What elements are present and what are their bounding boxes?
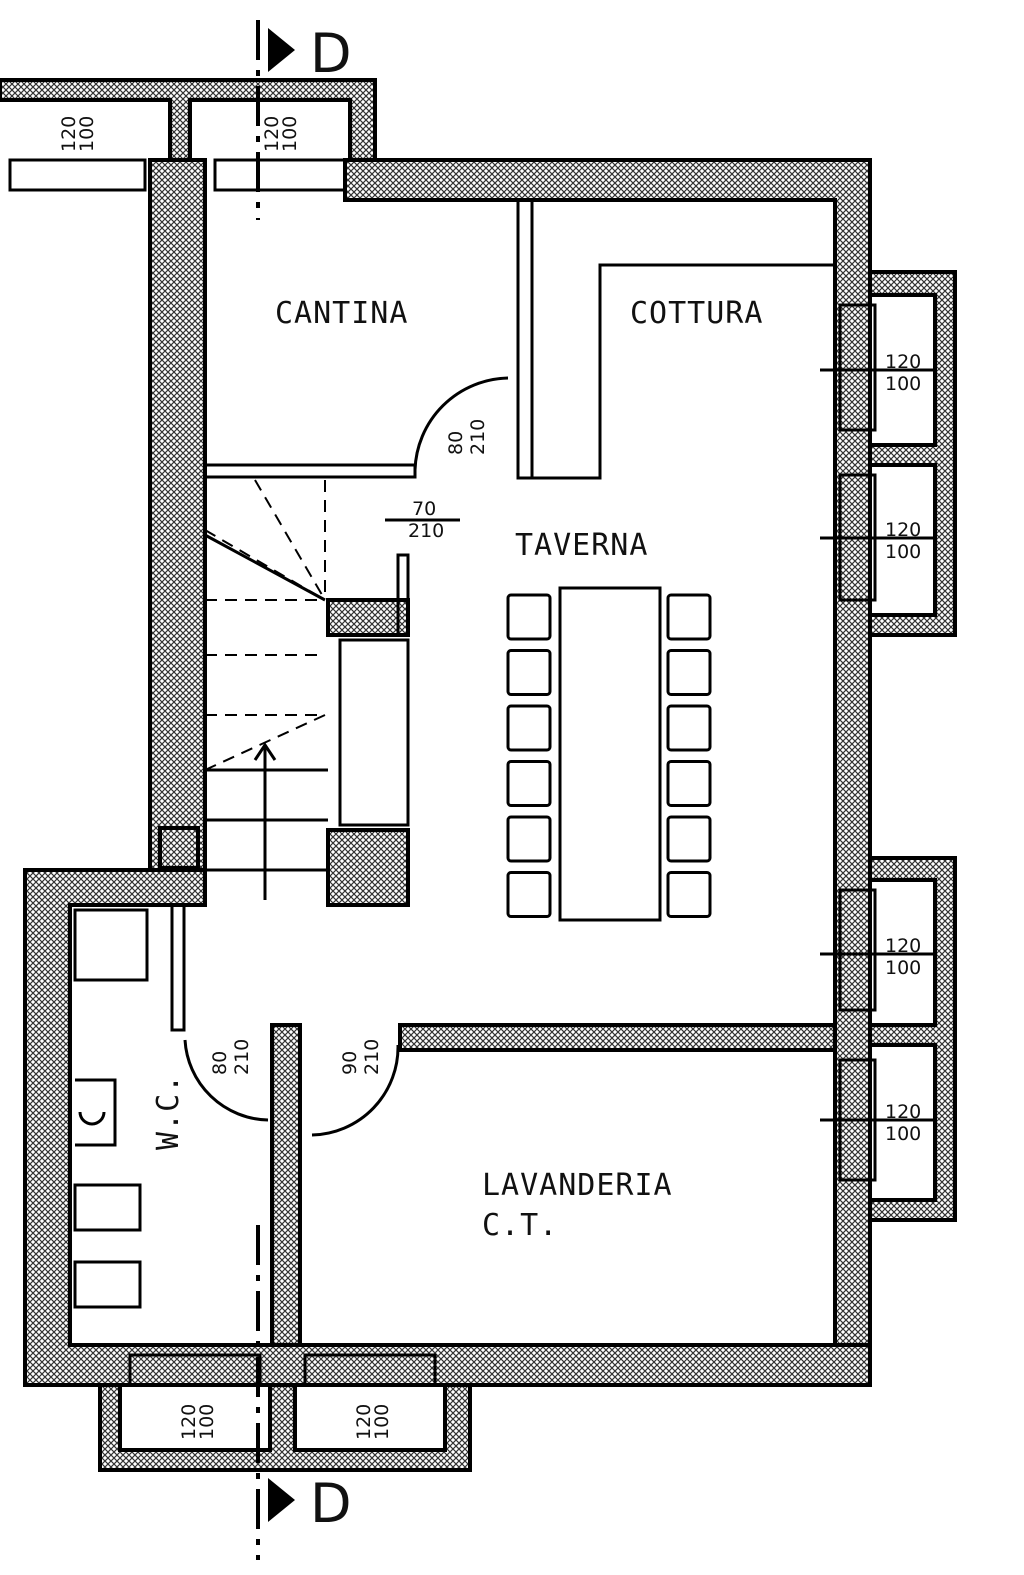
door-width: 90	[339, 1051, 361, 1075]
door-width: 70	[412, 498, 436, 520]
door-width: 80	[209, 1051, 231, 1075]
bottom-window-bays	[98, 1353, 472, 1472]
door-height: 210	[467, 419, 489, 455]
chair	[506, 593, 552, 641]
window-height: 100	[76, 116, 98, 152]
chair	[666, 704, 712, 752]
window-height: 100	[196, 1404, 218, 1440]
window-height: 100	[885, 957, 921, 979]
window-width: 120	[885, 519, 921, 541]
interior-walls	[158, 198, 837, 1347]
door-width: 80	[445, 431, 467, 455]
exterior-walls	[23, 158, 872, 1387]
door-height: 210	[231, 1039, 253, 1075]
window-height: 100	[371, 1404, 393, 1440]
room-label-taverna: TAVERNA	[515, 528, 648, 563]
room-label-lavanderia: LAVANDERIA	[482, 1168, 673, 1203]
section-line-d: D D	[256, 20, 352, 1560]
window-width: 120	[261, 116, 283, 152]
window-height: 100	[885, 541, 921, 563]
chair	[506, 815, 552, 863]
section-marker-bottom: D	[310, 1472, 352, 1535]
chair	[666, 760, 712, 807]
window-height: 100	[279, 116, 301, 152]
room-label-ct: C.T.	[482, 1208, 558, 1243]
door-height: 210	[361, 1039, 383, 1075]
chair	[506, 704, 552, 752]
window-height: 100	[885, 1123, 921, 1145]
chair	[506, 760, 552, 807]
chair	[666, 871, 712, 918]
chair	[506, 871, 552, 918]
wc-fixtures	[73, 908, 149, 1309]
dining-table	[506, 586, 712, 922]
window-width: 120	[885, 935, 921, 957]
window-width: 120	[885, 351, 921, 373]
chair	[666, 815, 712, 863]
section-marker-top: D	[310, 22, 352, 85]
window-width: 120	[178, 1404, 200, 1440]
chair	[506, 649, 552, 696]
window-width: 120	[885, 1101, 921, 1123]
chair	[666, 593, 712, 641]
chair	[666, 649, 712, 696]
window-width: 120	[58, 116, 80, 152]
staircase	[204, 479, 328, 900]
window-width: 120	[353, 1404, 375, 1440]
window-height: 100	[885, 373, 921, 395]
room-label-cantina: CANTINA	[275, 296, 408, 331]
room-label-cottura: COTTURA	[630, 296, 763, 331]
door-height: 210	[408, 520, 444, 542]
door-swings	[183, 376, 509, 1137]
room-label-wc: W.C.	[151, 1074, 186, 1150]
